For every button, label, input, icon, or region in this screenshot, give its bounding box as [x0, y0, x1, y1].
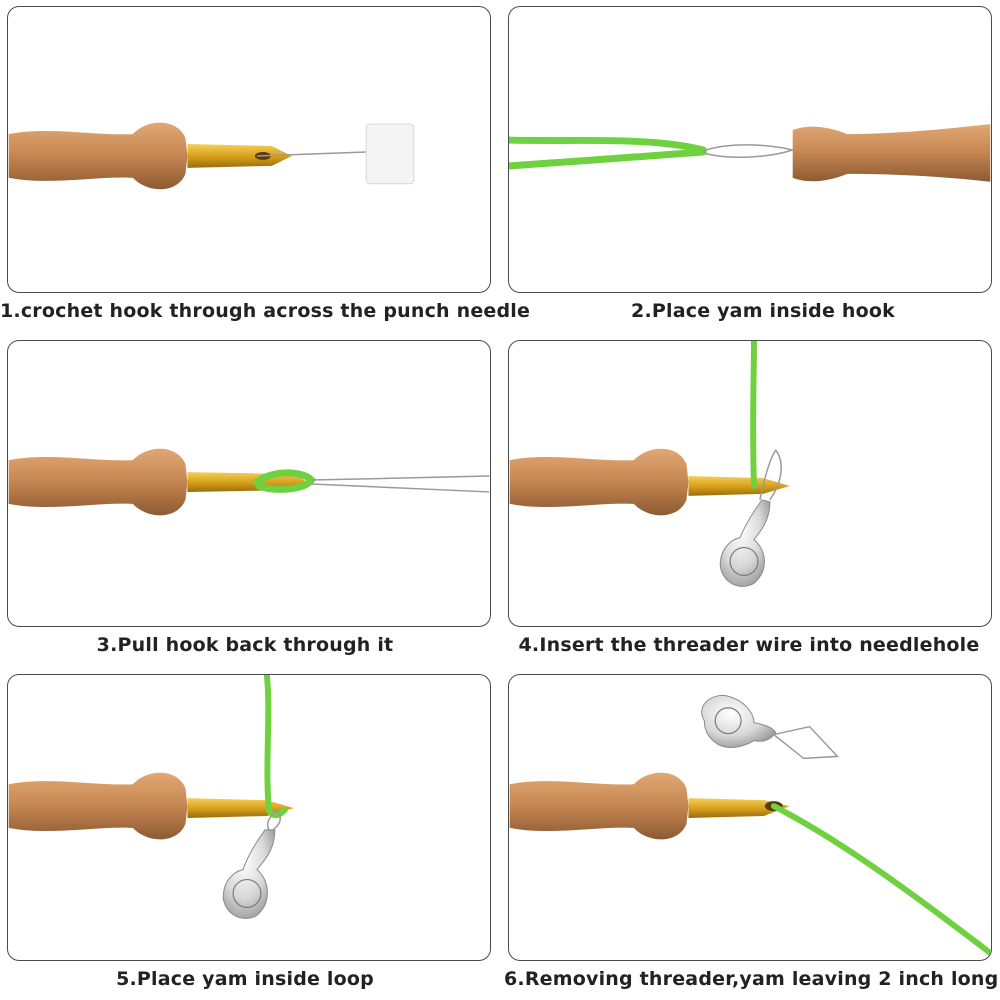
needle-threader-tool: [222, 829, 276, 919]
wooden-handle: [509, 772, 689, 840]
threader-wire: [772, 725, 840, 760]
step-3-panel: [7, 340, 491, 627]
brass-needle: [187, 144, 292, 168]
step-2-panel: [508, 6, 992, 293]
wooden-handle: [8, 122, 188, 190]
threader-emblem: [729, 546, 759, 576]
threader-emblem: [714, 707, 742, 735]
step-1-caption: 1.crochet hook through across the punch …: [0, 300, 531, 322]
step-5-caption: 5.Place yam inside loop: [116, 968, 374, 990]
step-6-caption: 6.Removing threader,yam leaving 2 inch l…: [504, 968, 999, 990]
brass-needle: [688, 798, 790, 818]
threader-wire: [703, 144, 796, 158]
threader-wire: [266, 809, 282, 831]
green-yarn-loop: [509, 136, 707, 170]
step-4-panel: [508, 340, 992, 627]
step-1-illustration: [8, 122, 415, 190]
step-6-illustration: [509, 695, 991, 957]
green-yarn: [263, 675, 288, 819]
step-3-caption: 3.Pull hook back through it: [96, 634, 394, 656]
paper-card: [365, 123, 415, 185]
step-4-caption: 4.Insert the threader wire into needleho…: [518, 634, 980, 656]
step-2-illustration: [509, 124, 991, 182]
step-2-caption: 2.Place yam inside hook: [631, 300, 895, 322]
wooden-handle: [8, 448, 188, 516]
green-yarn: [770, 803, 991, 957]
step-5-illustration: [8, 675, 294, 919]
step-3-illustration: [8, 448, 490, 516]
threader-wire: [311, 475, 490, 493]
wooden-handle: [8, 772, 188, 840]
needle-threader-tool: [701, 695, 777, 748]
needle-threader-tool: [719, 499, 771, 587]
wooden-handle: [509, 448, 689, 516]
threader-emblem: [232, 878, 262, 908]
green-yarn: [750, 341, 757, 489]
step-1-panel: [7, 6, 491, 293]
threader-wire: [759, 449, 782, 501]
wooden-handle: [792, 124, 991, 182]
step-4-illustration: [509, 341, 790, 587]
step-5-panel: [7, 674, 491, 961]
crochet-hook-wire: [256, 151, 367, 157]
step-6-panel: [508, 674, 992, 961]
